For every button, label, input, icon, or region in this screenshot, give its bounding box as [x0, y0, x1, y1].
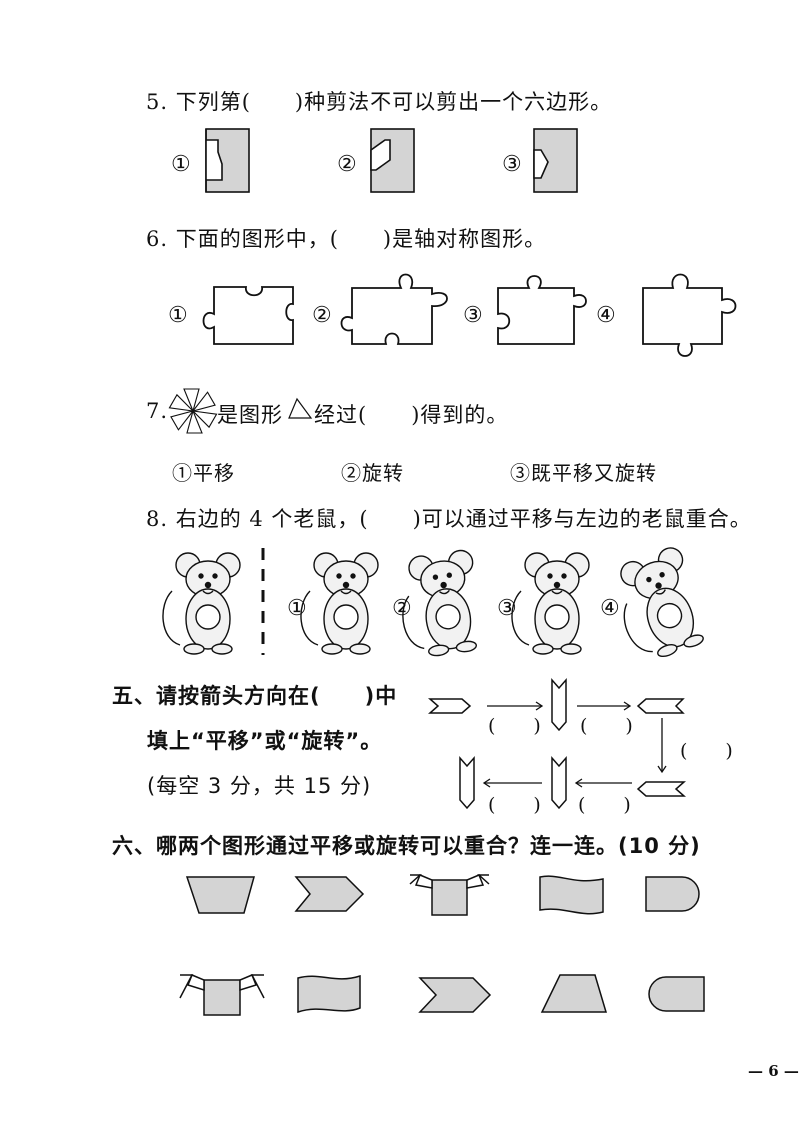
q5-option-1-label[interactable]: ①	[171, 152, 191, 177]
top-chevron	[294, 876, 365, 912]
top-wavy-flag	[539, 875, 604, 915]
shape-rotated-1	[551, 678, 567, 732]
bottom-square-with-flags	[179, 974, 265, 1016]
q6-option-1-label[interactable]: ①	[168, 303, 188, 328]
answer-blank-2[interactable]: ( )	[580, 715, 633, 737]
q5-figure-2	[370, 128, 415, 193]
q6-puzzle-4	[642, 273, 737, 357]
q7-option-1[interactable]: ①平移	[172, 461, 235, 485]
shape-moved-down	[636, 781, 686, 797]
section-5-title: 五、请按箭头方向在( )中	[112, 684, 398, 708]
q6-option-2-label[interactable]: ②	[312, 303, 332, 328]
q6-option-4-label[interactable]: ④	[596, 303, 616, 328]
question-6-text: 6. 下面的图形中，( )是轴对称图形。	[146, 227, 547, 251]
question-5-text: 5. 下列第( )种剪法不可以剪出一个六边形。	[146, 90, 613, 114]
q5-option-2-label[interactable]: ②	[337, 152, 357, 177]
answer-blank-5[interactable]: ( )	[488, 794, 541, 816]
bottom-chevron	[418, 977, 492, 1013]
q5-figure-1	[205, 128, 250, 193]
q6-puzzle-1	[202, 286, 294, 345]
section-5-score: (每空 3 分，共 15 分)	[147, 774, 372, 798]
section-5-instruction: 填上“平移”或“旋转”。	[147, 729, 383, 753]
bottom-d-shape	[648, 976, 705, 1012]
answer-blank-1[interactable]: ( )	[488, 715, 541, 737]
shape-reflected	[636, 698, 685, 714]
question-8-text: 8. 右边的 4 个老鼠，( )可以通过平移与左边的老鼠重合。	[146, 507, 752, 531]
answer-blank-3[interactable]: ( )	[680, 740, 733, 762]
q5-option-3-label[interactable]: ③	[502, 152, 522, 177]
q7-option-3[interactable]: ③既平移又旋转	[510, 461, 657, 485]
answer-blank-4[interactable]: ( )	[578, 794, 631, 816]
shape-end	[459, 756, 475, 810]
q6-puzzle-2	[340, 273, 448, 345]
section-6-title: 六、哪两个图形通过平移或旋转可以重合？连一连。(10 分)	[112, 834, 701, 858]
question-7-suffix: 经过( )得到的。	[314, 403, 509, 427]
bottom-trapezoid	[540, 974, 608, 1013]
shape-rotated-2	[551, 756, 567, 810]
q6-puzzle-3	[497, 275, 587, 345]
q8-option-1-label[interactable]: ①	[287, 596, 307, 621]
q5-figure-3	[533, 128, 578, 193]
bottom-wavy-flag	[297, 974, 361, 1014]
top-square-with-flags	[409, 874, 490, 916]
q8-option-2-label[interactable]: ②	[392, 596, 412, 621]
question-7-middle: 是图形	[217, 403, 283, 427]
page-number: — 6 —	[748, 1062, 799, 1080]
question-7-prefix: 7.	[146, 399, 169, 423]
top-trapezoid	[185, 876, 255, 914]
q6-option-3-label[interactable]: ③	[463, 303, 483, 328]
shape-start	[428, 698, 472, 714]
q7-option-2[interactable]: ②旋转	[341, 461, 404, 485]
top-d-shape	[645, 876, 700, 912]
q8-option-4-label[interactable]: ④	[600, 596, 620, 621]
